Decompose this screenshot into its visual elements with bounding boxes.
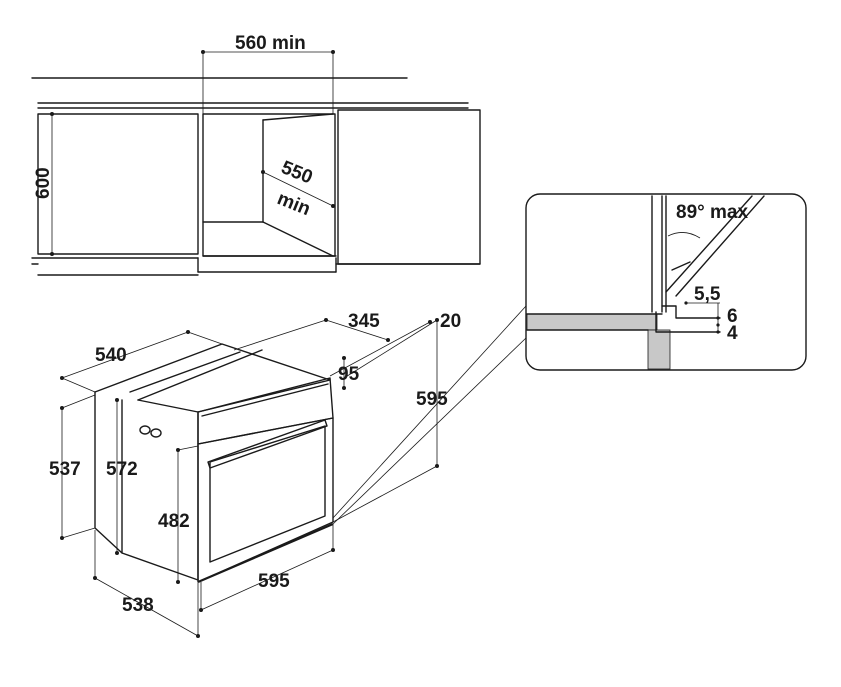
label-cabinet-height: 600	[33, 167, 54, 199]
cabinet-niche	[31, 77, 481, 276]
label-door-angle: 89° max	[676, 202, 748, 223]
detail-leader-lines	[332, 305, 527, 525]
label-oven-depth: 540	[95, 345, 127, 366]
dimension-front-width: 595	[199, 524, 335, 612]
label-side-height-inner: 572	[106, 459, 138, 480]
dimension-cabinet-height: 600	[33, 112, 54, 256]
label-front-thickness: 20	[440, 311, 461, 332]
dimension-side-height-inner: 572	[106, 398, 138, 555]
label-control-height: 95	[338, 364, 360, 385]
detail-callout: 89° max 5,5 6 4	[525, 193, 807, 371]
dimension-door-height: 482	[158, 445, 199, 584]
oven-body	[94, 343, 334, 584]
label-depth-min-suffix: min	[274, 188, 313, 220]
dimension-oven-depth: 540	[60, 330, 223, 393]
label-depth-min: 550	[278, 157, 315, 188]
label-gap-c: 4	[727, 323, 738, 344]
dimension-depth-min: 550 min	[261, 157, 335, 220]
label-gap-b: 6	[727, 306, 738, 327]
label-bottom-depth: 538	[122, 595, 154, 616]
label-gap-a: 5,5	[694, 284, 721, 305]
label-oven-height: 595	[416, 389, 448, 410]
dimension-width-min: 560 min	[201, 33, 335, 114]
label-front-depth: 345	[348, 311, 380, 332]
label-width-min: 560 min	[235, 33, 306, 54]
label-side-height-outer: 537	[49, 459, 81, 480]
label-front-width: 595	[258, 571, 290, 592]
dimension-bottom-depth: 538	[93, 530, 200, 638]
dimension-front-depth: 345	[233, 311, 390, 351]
dimension-side-height-outer: 537	[49, 394, 96, 540]
dimension-oven-height: 595	[332, 320, 448, 523]
dimension-control-height: 95	[338, 356, 360, 390]
dimension-front-thickness: 20	[329, 311, 461, 379]
label-door-height: 482	[158, 511, 190, 532]
